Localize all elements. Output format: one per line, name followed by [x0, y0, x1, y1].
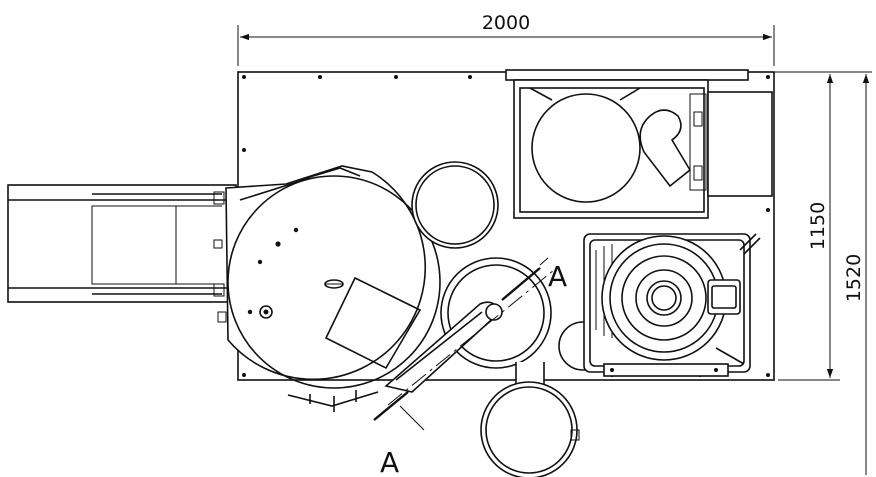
section-label-upper: A	[548, 260, 567, 293]
dimension-depth-inner-label: 1150	[807, 202, 829, 250]
infeed-conveyor	[7, 184, 237, 303]
dimension-depth-outer: 1520	[840, 71, 872, 475]
drum-upper	[411, 161, 499, 249]
transfer-chute	[384, 301, 503, 393]
dimension-width: 2000	[237, 12, 775, 66]
section-line: A A	[373, 257, 567, 477]
bowl-feeder	[213, 165, 441, 412]
dimension-depth-outer-label: 1520	[843, 254, 865, 302]
drum-lower	[480, 362, 580, 477]
section-label-lower: A	[380, 446, 399, 477]
dimension-depth-inner: 1150	[752, 71, 840, 381]
dimension-width-label: 2000	[482, 12, 530, 34]
hopper-unit	[505, 69, 773, 219]
pump-unit	[583, 233, 761, 377]
